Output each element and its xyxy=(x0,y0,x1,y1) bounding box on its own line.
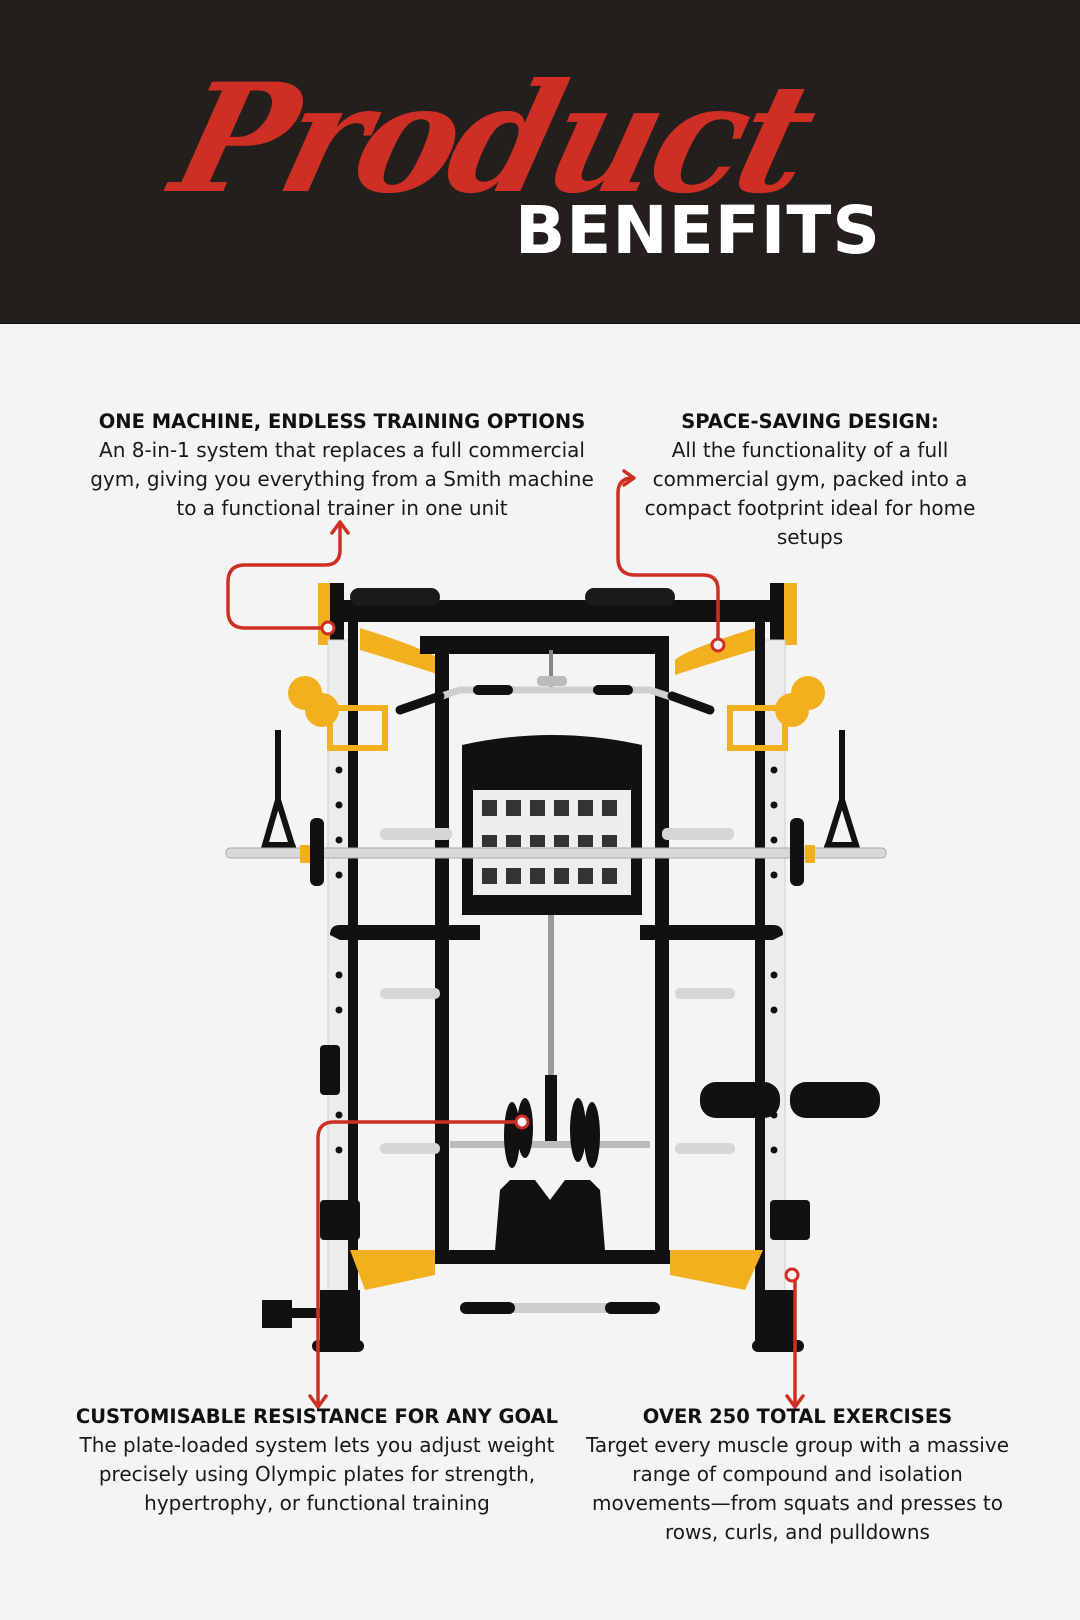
callout-bottom-right: OVER 250 TOTAL EXERCISES Target every mu… xyxy=(570,1402,1025,1547)
callout-body: An 8-in-1 system that replaces a full co… xyxy=(90,438,594,520)
callout-heading: CUSTOMISABLE RESISTANCE FOR ANY GOAL xyxy=(75,1405,559,1428)
callout-top-left: ONE MACHINE, ENDLESS TRAINING OPTIONS An… xyxy=(82,407,602,523)
callout-body: All the functionality of a full commerci… xyxy=(644,438,976,549)
header-banner: Product BENEFITS xyxy=(0,0,1080,324)
callout-top-right: SPACE-SAVING DESIGN: All the functionali… xyxy=(620,407,1000,552)
callout-body: Target every muscle group with a massive… xyxy=(585,1433,1009,1544)
callout-bottom-left: CUSTOMISABLE RESISTANCE FOR ANY GOAL The… xyxy=(62,1402,572,1518)
callout-heading: OVER 250 TOTAL EXERCISES xyxy=(642,1405,953,1428)
callout-heading: ONE MACHINE, ENDLESS TRAINING OPTIONS xyxy=(98,410,586,433)
bold-title: BENEFITS xyxy=(515,192,881,269)
callout-body: The plate-loaded system lets you adjust … xyxy=(79,1433,555,1515)
callout-heading: SPACE-SAVING DESIGN: xyxy=(681,410,939,433)
